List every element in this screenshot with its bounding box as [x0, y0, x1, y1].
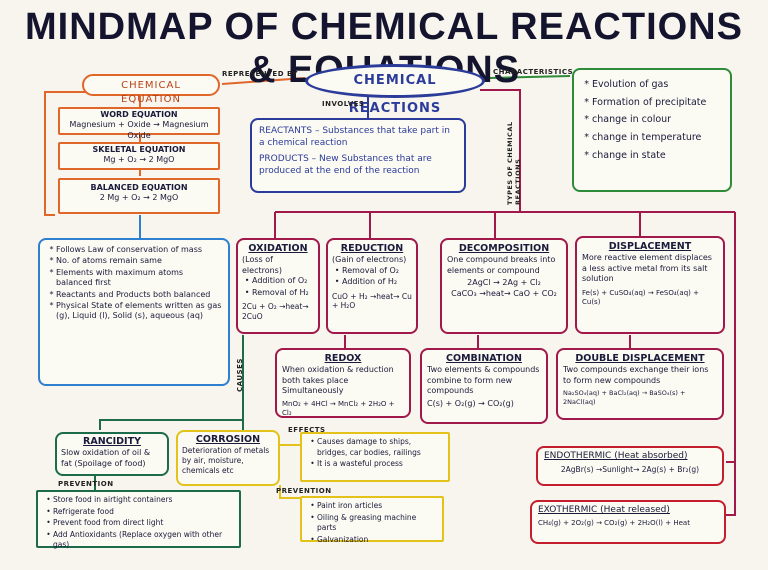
endothermic-title: ENDOTHERMIC (Heat absorbed)	[544, 451, 688, 461]
list-item: Removal of O₂	[342, 266, 412, 276]
oxidation-subtitle: (Loss of electrons)	[242, 255, 282, 275]
reactants-definition: REACTANTS – Substances that take part in…	[259, 126, 450, 149]
word-equation: Magnesium + Oxide → Magnesium Oxide	[69, 120, 209, 140]
endothermic-equation: 2AgBr(s) →Sunlight→ 2Ag(s) + Br₂(g)	[560, 464, 700, 474]
list-item: Physical State of elements written as ga…	[56, 301, 222, 322]
combination-box: COMBINATION Two elements & compounds com…	[420, 348, 548, 424]
exothermic-box: EXOTHERMIC (Heat released) CH₄(g) + 2O₂(…	[530, 500, 726, 544]
list-item: Galvanization	[317, 535, 437, 546]
exothermic-title: EXOTHERMIC (Heat released)	[538, 505, 670, 515]
types-label: TYPES OF CHEMICAL REACTIONS	[506, 121, 522, 206]
balanced-equation: 2 Mg + O₂ → 2 MgO	[99, 193, 179, 203]
list-item: Oiling & greasing machine parts	[317, 513, 437, 534]
list-item: Store food in airtight containers	[53, 495, 234, 506]
involves-label: INVOLVES	[322, 100, 365, 108]
balanced-equation-title: BALANCED EQUATION	[90, 183, 188, 192]
list-item: Refrigerate food	[53, 507, 234, 518]
double-displacement-box: DOUBLE DISPLACEMENT Two compounds exchan…	[556, 348, 724, 420]
chemical-equation-node: CHEMICAL EQUATION	[82, 74, 220, 105]
balanced-equation-box: BALANCED EQUATION 2 Mg + O₂ → 2 MgO	[58, 178, 220, 214]
decomposition-box: DECOMPOSITION One compound breaks into e…	[440, 238, 568, 334]
list-item: Addition of H₂	[342, 277, 412, 287]
corrosion-effects-box: Causes damage to ships, bridges, car bod…	[300, 432, 450, 482]
rancidity-title: RANCIDITY	[83, 436, 141, 447]
displacement-text: More reactive element displaces a less a…	[582, 253, 712, 284]
balancing-rules-box: Follows Law of conservation of mass No. …	[38, 238, 230, 386]
list-item: Evolution of gas	[592, 77, 722, 94]
redox-title: REDOX	[324, 353, 362, 364]
corrosion-box: CORROSION Deterioration of metals by air…	[176, 430, 280, 486]
list-item: Formation of precipitate	[592, 95, 722, 112]
reduction-subtitle: (Gain of electrons)	[332, 255, 407, 265]
list-item: Elements with maximum atoms balanced fir…	[56, 268, 222, 289]
endothermic-box: ENDOTHERMIC (Heat absorbed) 2AgBr(s) →Su…	[536, 446, 724, 486]
reduction-box: REDUCTION (Gain of electrons) Removal of…	[326, 238, 418, 334]
word-equation-title: WORD EQUATION	[100, 110, 178, 119]
skeletal-equation: Mg + O₂ → 2 MgO	[103, 155, 175, 165]
prevention-label-rancidity: PREVENTION	[58, 480, 114, 488]
oxidation-title: OXIDATION	[248, 243, 308, 254]
prevention-label-corrosion: PREVENTION	[276, 487, 332, 495]
list-item: change in state	[592, 148, 722, 165]
products-definition: PRODUCTS – New Substances that are produ…	[259, 154, 432, 177]
corrosion-title: CORROSION	[195, 434, 261, 445]
center-label: CHEMICAL REACTIONS	[348, 73, 442, 116]
decomposition-title: DECOMPOSITION	[458, 243, 550, 254]
list-item: change in colour	[592, 112, 722, 129]
list-item: Removal of H₂	[252, 288, 314, 298]
redox-box: REDOX When oxidation & reduction both ta…	[275, 348, 411, 418]
decomposition-text: One compound breaks into elements or com…	[447, 255, 556, 275]
list-item: Prevent food from direct light	[53, 518, 234, 529]
represented-by-label: REPRESENTED BY	[222, 70, 298, 78]
double-displacement-text: Two compounds exchange their ions to for…	[563, 365, 709, 385]
displacement-title: DISPLACEMENT	[608, 241, 692, 252]
oxidation-box: OXIDATION (Loss of electrons) Addition o…	[236, 238, 320, 334]
list-item: No. of atoms remain same	[56, 256, 222, 266]
causes-label: CAUSES	[236, 358, 244, 392]
reduction-title: REDUCTION	[340, 243, 404, 254]
skeletal-equation-box: SKELETAL EQUATION Mg + O₂ → 2 MgO	[58, 142, 220, 170]
list-item: change in temperature	[592, 130, 722, 147]
list-item: Addition of O₂	[252, 276, 314, 286]
combination-equation: C(s) + O₂(g) → CO₂(g)	[427, 398, 514, 408]
corrosion-text: Deterioration of metals by air, moisture…	[182, 446, 270, 475]
characteristics-box: Evolution of gas Formation of precipitat…	[572, 68, 732, 192]
rancidity-text: Slow oxidation of oil & fat (Spoilage of…	[61, 448, 151, 468]
double-displacement-equation: Na₂SO₄(aq) + BaCl₂(aq) → BaSO₄(s) + 2NaC…	[563, 389, 686, 406]
list-item: Paint iron articles	[317, 501, 437, 512]
list-item: It is a wasteful process	[317, 459, 443, 470]
rancidity-prevention-box: Store food in airtight containers Refrig…	[36, 490, 241, 551]
decomposition-equation-2: CaCO₃ →heat→ CaO + CO₂	[451, 288, 557, 298]
effects-label: EFFECTS	[288, 426, 326, 434]
oxidation-equation: 2Cu + O₂ →heat→ 2CuO	[242, 301, 309, 321]
corrosion-prevention-box: Paint iron articles Oiling & greasing ma…	[300, 496, 444, 544]
rancidity-box: RANCIDITY Slow oxidation of oil & fat (S…	[55, 432, 169, 476]
combination-text: Two elements & compounds combine to form…	[427, 365, 540, 396]
center-node: CHEMICAL REACTIONS	[305, 64, 485, 116]
displacement-equation: Fe(s) + CuSO₄(aq) → FeSO₄(aq) + Cu(s)	[582, 288, 699, 306]
characteristics-label: CHARACTERISTICS	[493, 68, 574, 76]
redox-text: When oxidation & reduction both takes pl…	[282, 365, 394, 396]
list-item: Add Antioxidants (Replace oxygen with ot…	[53, 530, 234, 551]
combination-title: COMBINATION	[446, 353, 522, 364]
reduction-equation: CuO + H₂ →heat→ Cu + H₂O	[332, 291, 412, 311]
double-displacement-title: DOUBLE DISPLACEMENT	[575, 353, 705, 364]
exothermic-equation: CH₄(g) + 2O₂(g) → CO₂(g) + 2H₂O(l) + Hea…	[538, 518, 690, 527]
list-item: Follows Law of conservation of mass	[56, 245, 222, 255]
redox-equation: MnO₂ + 4HCl → MnCl₂ + 2H₂O + Cl₂	[282, 399, 395, 417]
word-equation-box: WORD EQUATION Magnesium + Oxide → Magnes…	[58, 107, 220, 140]
skeletal-equation-title: SKELETAL EQUATION	[92, 145, 186, 154]
list-item: Reactants and Products both balanced	[56, 290, 222, 300]
displacement-box: DISPLACEMENT More reactive element displ…	[575, 236, 725, 334]
decomposition-equation-1: 2AgCl → 2Ag + Cl₂	[467, 278, 541, 288]
chemical-equation-title: CHEMICAL EQUATION	[121, 80, 181, 105]
reactants-products-box: REACTANTS – Substances that take part in…	[250, 118, 466, 193]
list-item: Causes damage to ships, bridges, car bod…	[317, 437, 443, 458]
